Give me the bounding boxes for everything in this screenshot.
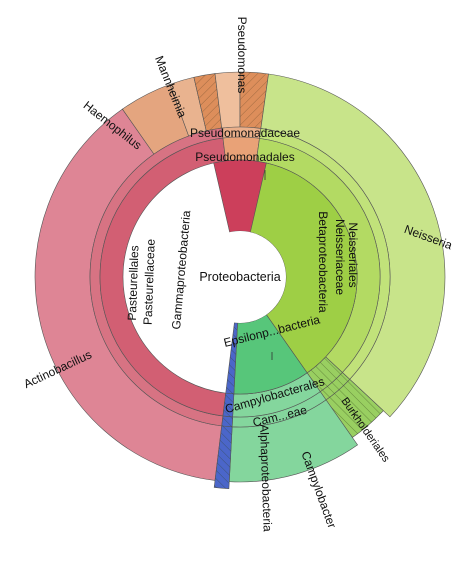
label-pseudomonadales: Pseudomonadales xyxy=(195,150,294,164)
arc-hatch-pasteurellaceae_x xyxy=(193,73,222,131)
label-pasteurellales: Pasteurellales xyxy=(125,245,142,321)
arc-hatch-alpha2 xyxy=(222,393,234,417)
arc-hatch-alpha3 xyxy=(221,415,233,427)
arc-hatch-alpha4 xyxy=(214,425,233,489)
label-pseudomonas: Pseudomonas xyxy=(235,17,249,94)
center-hole xyxy=(194,231,286,323)
sunburst-arcs xyxy=(34,71,446,490)
label-pasteurellaceae: Pasteurellaceae xyxy=(141,238,158,325)
arc-hatch-burkholderiaceae xyxy=(320,372,350,400)
arc-hatch-burkholderiaceae_x xyxy=(326,379,384,438)
label-alpha: Alphaproteobacteria xyxy=(257,424,275,532)
arc-hatch-pseudomonadaceae_x xyxy=(240,72,269,129)
arc-pasteurellales[interactable] xyxy=(99,137,227,417)
label-neisseriaceae: Neisseriaceae xyxy=(333,219,347,295)
arc-hatch-burkholderiales xyxy=(307,356,343,392)
arc-hatch-alpha xyxy=(225,322,238,394)
label-beta: Betaproteobacteria xyxy=(316,211,330,313)
label-pseudomonadaceae: Pseudomonadaceae xyxy=(190,126,300,140)
label-gamma: Gammaproteobacteria xyxy=(169,210,193,330)
label-neisseriales: Neisseriales xyxy=(346,222,360,287)
root-label: Proteobacteria xyxy=(199,270,280,284)
